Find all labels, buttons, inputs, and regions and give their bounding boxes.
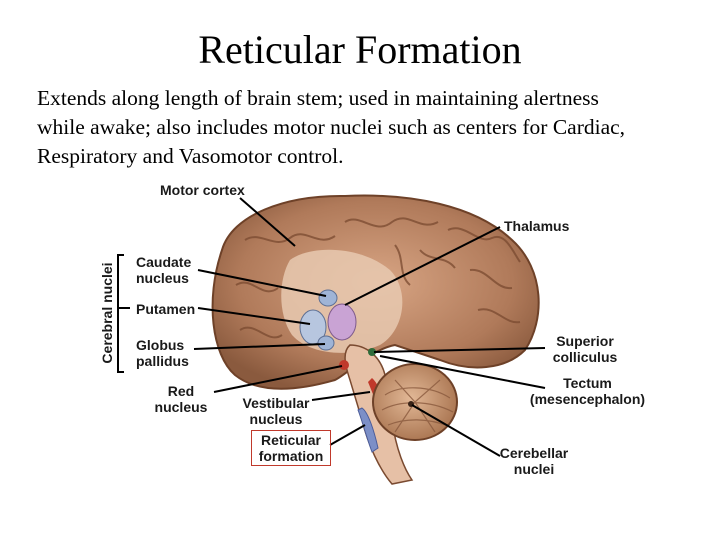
- leader-vestibular: [311, 391, 371, 401]
- thalamus: [327, 303, 357, 341]
- thalamus-label: Thalamus: [504, 218, 570, 234]
- leader-motor-cortex: [239, 197, 296, 247]
- caudate-nucleus: [318, 289, 338, 307]
- superior-colliculus-mark: [368, 348, 376, 356]
- description-line: while awake; also includes motor nuclei …: [37, 115, 626, 139]
- description-line: Extends along length of brain stem; used…: [37, 86, 599, 110]
- slide-title: Reticular Formation: [198, 27, 522, 72]
- leader-putamen: [197, 307, 311, 325]
- globus-pallidus: [317, 335, 335, 351]
- putamen-label: Putamen: [136, 301, 196, 317]
- leader-thalamus: [344, 226, 501, 306]
- red-nucleus: [339, 360, 349, 370]
- leader-cerebellar: [411, 404, 501, 457]
- leader-globus: [193, 343, 326, 350]
- description-line: Respiratory and Vasomotor control.: [37, 144, 344, 168]
- cerebral-nuclei-bracket: [117, 254, 130, 373]
- cerebral-nuclei-label: Cerebral nuclei: [99, 262, 115, 364]
- motor-cortex-label: Motor cortex: [160, 182, 245, 198]
- leader-superior-colliculus: [373, 347, 546, 353]
- leader-tectum: [379, 355, 546, 389]
- leader-red-nucleus: [213, 365, 343, 393]
- leader-caudate: [197, 269, 327, 297]
- description-text: Extends along length of brain stem; used…: [37, 84, 707, 171]
- tectum-label: Tectum(mesencephalon): [529, 375, 646, 407]
- leader-reticular: [329, 424, 366, 446]
- reticular-formation-region: [357, 407, 379, 453]
